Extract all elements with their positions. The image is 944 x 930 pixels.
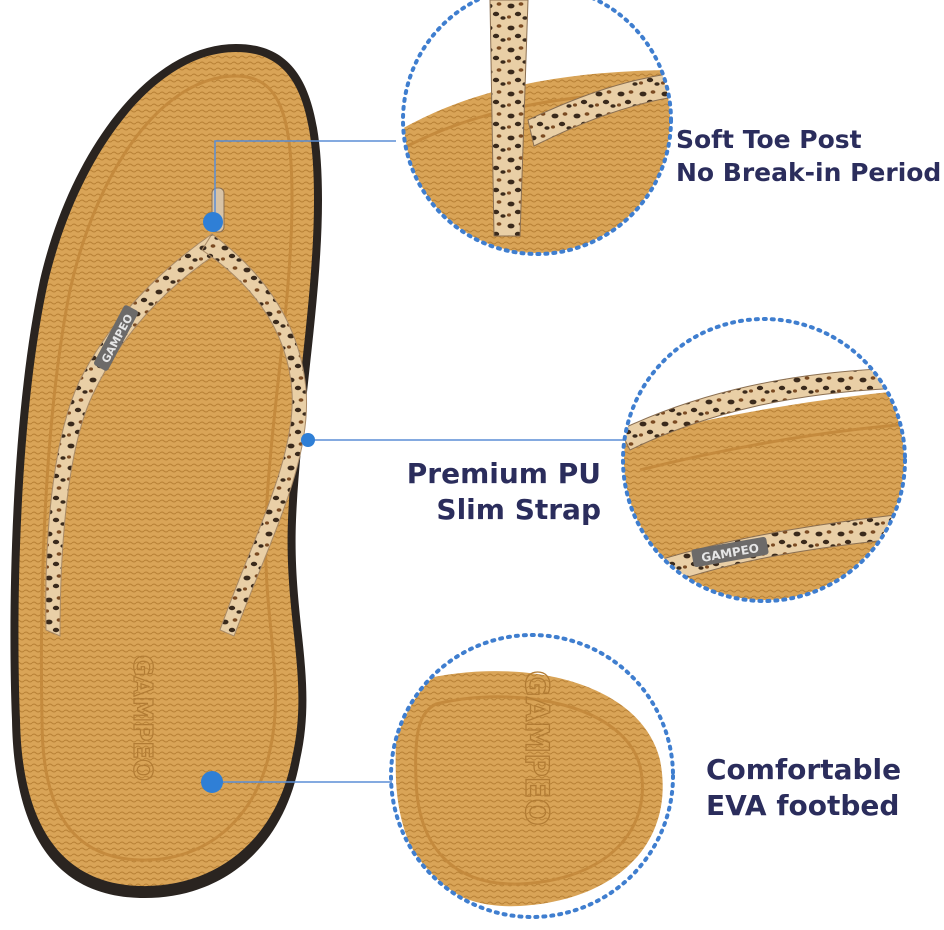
sandal-main: GAMPEO GAMPEO (10, 44, 323, 899)
callout-line: Slim Strap (436, 493, 601, 527)
zoom3-brand-text: GAMPEO (518, 670, 556, 825)
zoom-circle-strap: GAMPEO (621, 317, 907, 603)
callout-line: EVA footbed (706, 789, 900, 823)
zoom1-toe-post-strap (489, 0, 529, 237)
callout-text-footbed: Comfortable EVA footbed (706, 752, 901, 825)
zoom1-strap-arm (527, 71, 670, 147)
zoom-circle-toe-post (401, 0, 673, 256)
callout-line: Premium PU (406, 457, 601, 490)
callout-line: No Break-in Period (676, 157, 942, 187)
callout-line: Soft Toe Post (676, 125, 862, 154)
sandal-footbed-rim (39, 74, 294, 862)
callout-text-toe-post: Soft Toe Post No Break-in Period (676, 124, 941, 189)
callout-text-strap: Premium PU Slim Strap (398, 456, 601, 529)
heel-brand-emboss: GAMPEO (126, 654, 157, 781)
connector-line-toe-post (214, 140, 396, 222)
zoom-circle-footbed: GAMPEO (389, 633, 675, 919)
zoom2-strap-lower (639, 513, 904, 591)
callout-dot-footbed (201, 771, 223, 793)
callout-connectors (201, 140, 624, 793)
callout-dot-toe-post (203, 212, 223, 232)
callout-line: Comfortable (706, 753, 902, 786)
strap-right (201, 233, 308, 637)
callout-dot-strap (301, 433, 315, 447)
heel-brand-text: GAMPEO (127, 655, 157, 781)
